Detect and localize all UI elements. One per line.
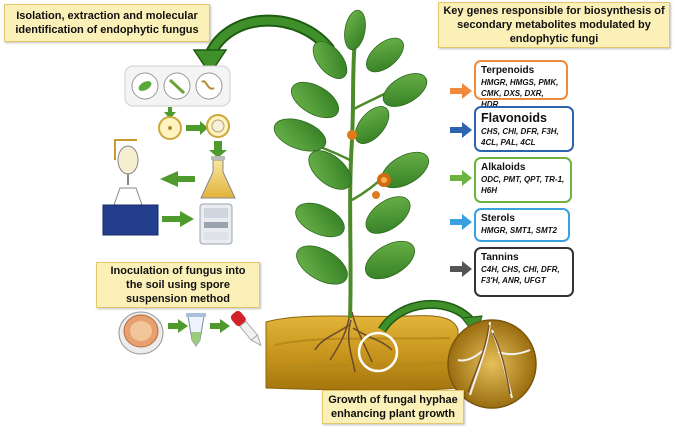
- callout-isolation: Isolation, extraction and molecular iden…: [4, 4, 210, 42]
- callout-growth-text: Growth of fungal hyphae enhancing plant …: [328, 394, 458, 420]
- magnified-root-circle: [447, 319, 537, 409]
- spore-plate-icon: [118, 311, 164, 355]
- sequencer-machine-icon: [199, 203, 233, 245]
- metabolite-name: Tannins: [481, 252, 519, 263]
- curved-arrow-top: [192, 14, 335, 76]
- petri-dish-icon: [158, 116, 182, 140]
- metabolite-terpenoids: Terpenoids HMGR, HMGS, PMK, CMK, DXS, DX…: [474, 60, 568, 109]
- metabolite-genes: ODC, PMT, QPT, TR-1, H6H: [481, 175, 565, 195]
- metabolite-genes: HMGR, HMGS, PMK, CMK, DXS, DXR, HDR: [481, 78, 559, 109]
- arrow-right-icon: [162, 211, 194, 227]
- metabolite-name: Alkaloids: [481, 162, 526, 173]
- metabolite-flavonoids: Flavonoids CHS, CHI, DFR, F3H, 4CL, PAL,…: [474, 106, 574, 152]
- petri-dish-grown-icon: [206, 114, 230, 138]
- callout-isolation-text: Isolation, extraction and molecular iden…: [15, 10, 199, 36]
- metabolite-genes: C4H, CHS, CHI, DFR, F3'H, ANR, UFGT: [481, 265, 560, 285]
- specimen-panel: [124, 65, 231, 107]
- soil-mound: [265, 315, 459, 391]
- arrow-sterols-icon: [450, 214, 472, 230]
- callout-key-genes: Key genes responsible for biosynthesis o…: [438, 2, 670, 48]
- callout-inoculation: Inoculation of fungus into the soil usin…: [96, 262, 260, 308]
- arrow-down-icon: [209, 141, 227, 158]
- plant-flowers: [347, 130, 391, 199]
- tube-icon: [186, 313, 206, 347]
- callout-growth: Growth of fungal hyphae enhancing plant …: [322, 390, 464, 424]
- arrow-right-icon: [186, 121, 208, 135]
- arrow-left-icon: [160, 171, 195, 187]
- metabolite-genes: HMGR, SMT1, SMT2: [481, 226, 558, 235]
- arrow-terpenoids-icon: [450, 83, 472, 99]
- metabolite-name: Sterols: [481, 213, 515, 224]
- metabolite-name: Terpenoids: [481, 65, 535, 76]
- separatory-funnel-icon: [113, 139, 143, 206]
- metabolite-alkaloids: Alkaloids ODC, PMT, QPT, TR-1, H6H: [474, 157, 572, 203]
- callout-key-genes-text: Key genes responsible for biosynthesis o…: [443, 5, 665, 45]
- arrow-flavonoids-icon: [450, 122, 472, 138]
- metabolite-name: Flavonoids: [481, 111, 547, 125]
- zoom-circle-icon: [357, 331, 399, 373]
- evaporator-base: [102, 204, 159, 236]
- metabolite-sterols: Sterols HMGR, SMT1, SMT2: [474, 208, 570, 242]
- plant-leaves: [273, 9, 429, 285]
- arrow-right-icon: [168, 319, 188, 333]
- flask-icon: [200, 156, 236, 199]
- arrow-right-icon: [210, 319, 230, 333]
- metabolite-genes: CHS, CHI, DFR, F3H, 4CL, PAL, 4CL: [481, 127, 559, 147]
- callout-inoculation-text: Inoculation of fungus into the soil usin…: [110, 265, 246, 305]
- dropper-icon: [230, 310, 262, 347]
- arrow-alkaloids-icon: [450, 170, 472, 186]
- metabolite-tannins: Tannins C4H, CHS, CHI, DFR, F3'H, ANR, U…: [474, 247, 574, 297]
- arrow-tannins-icon: [450, 261, 472, 277]
